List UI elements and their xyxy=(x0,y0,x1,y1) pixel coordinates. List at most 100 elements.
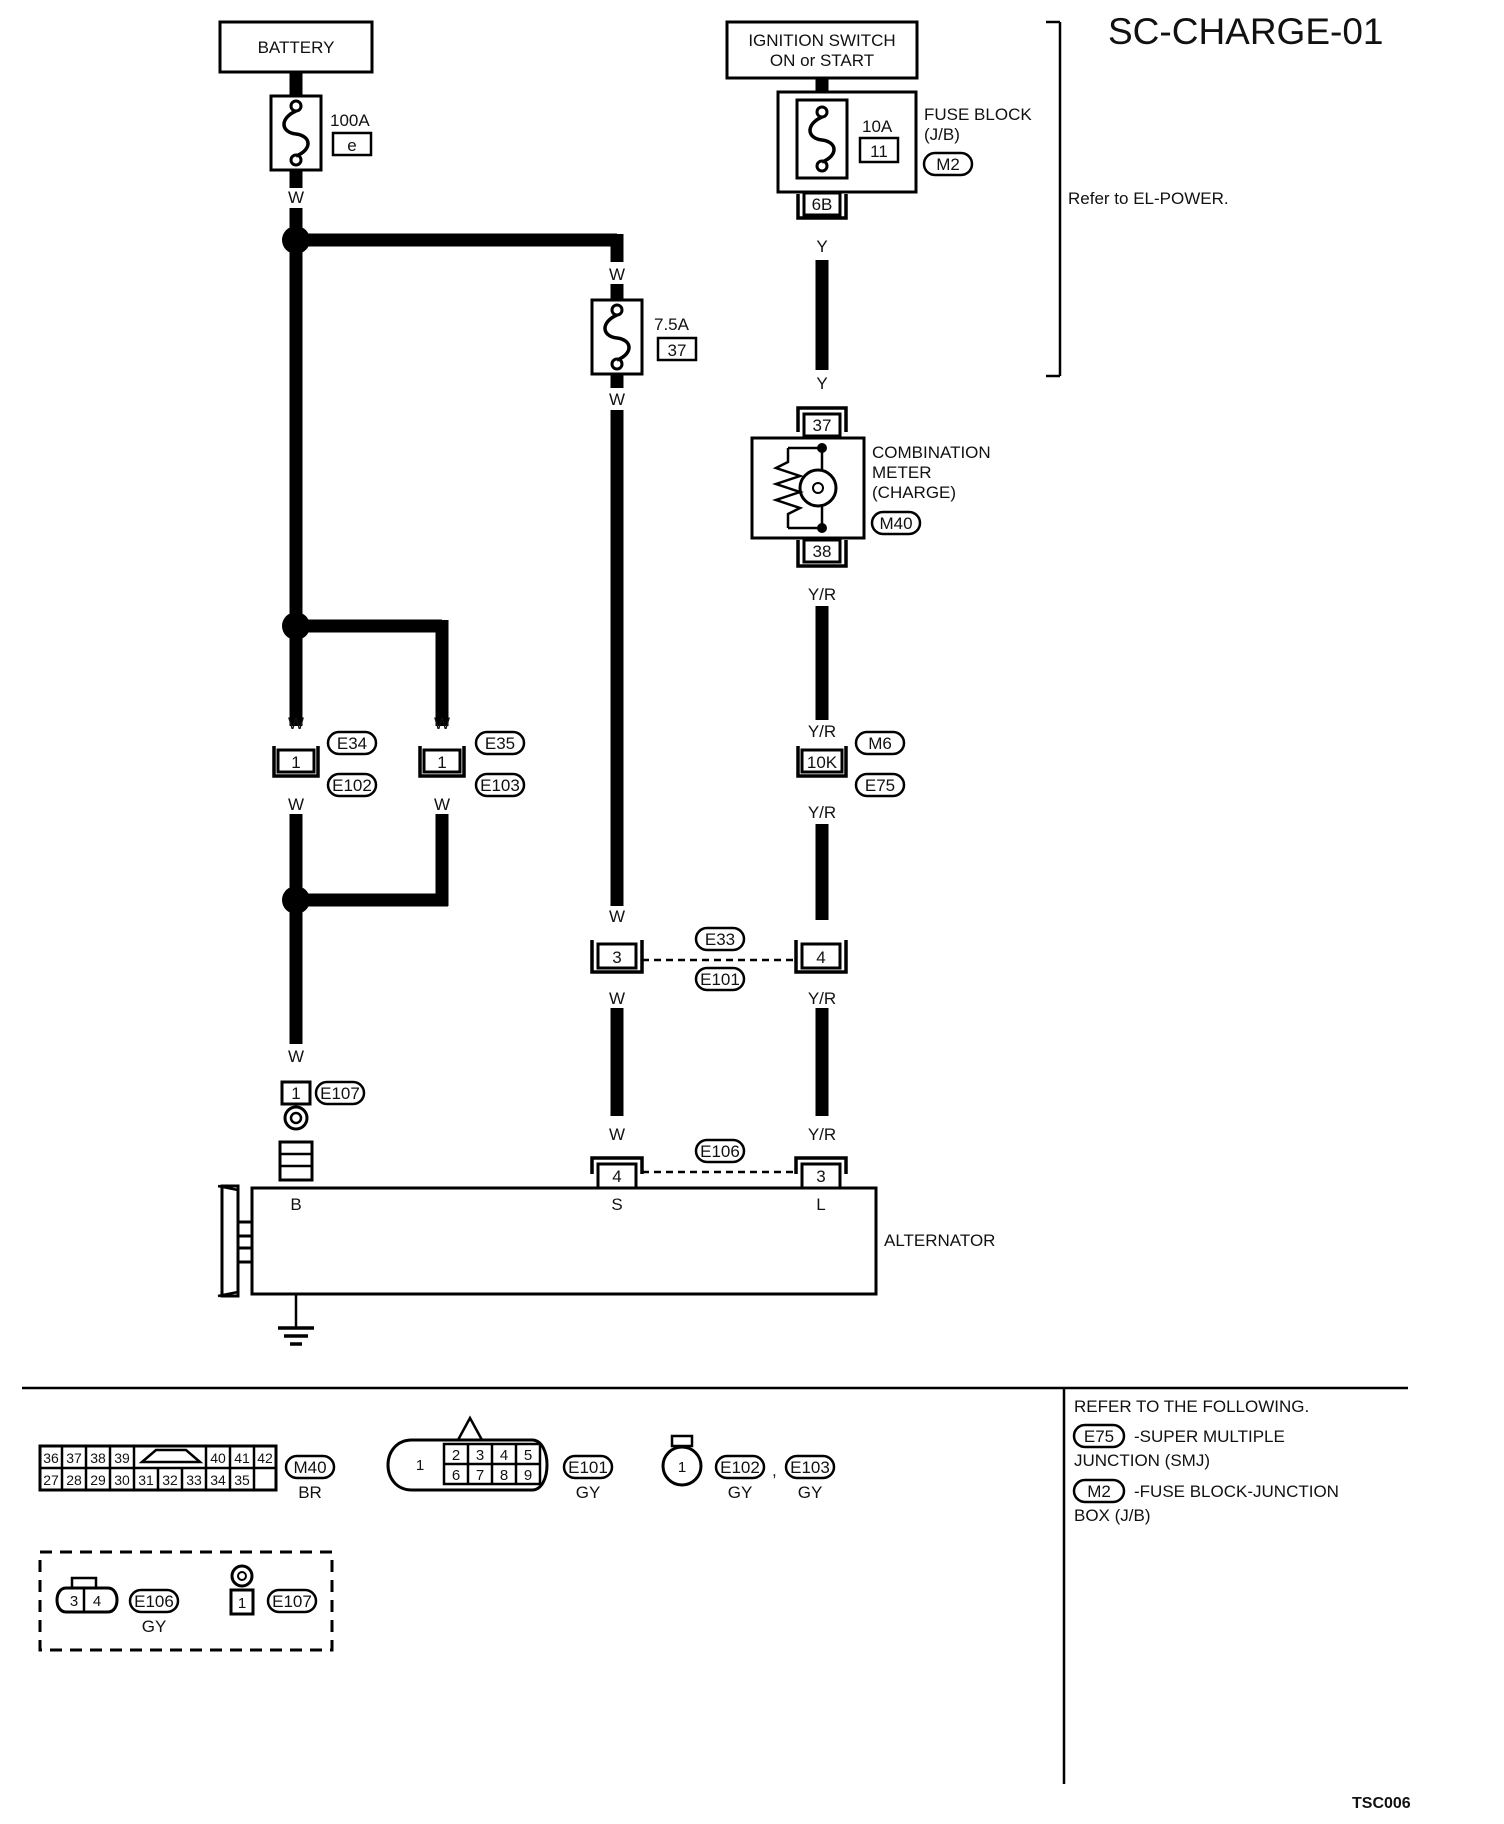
connector-face-m40: 36 37 38 39 40 41 42 27 28 29 30 31 32 3… xyxy=(38,1444,278,1492)
svg-text:e: e xyxy=(347,136,356,155)
svg-text:BOX (J/B): BOX (J/B) xyxy=(1074,1506,1151,1525)
svg-text:JUNCTION (SMJ): JUNCTION (SMJ) xyxy=(1074,1451,1210,1470)
connector-id-e101: E101 xyxy=(700,970,740,989)
connector-id-m40: M40 xyxy=(879,514,912,533)
connector-id-e34: E34 xyxy=(337,734,367,753)
svg-text:33: 33 xyxy=(186,1472,202,1488)
terminal-38: 38 xyxy=(796,538,848,568)
svg-text:10K: 10K xyxy=(807,753,838,772)
svg-text:37: 37 xyxy=(66,1450,82,1466)
terminal-6b: 6B xyxy=(796,191,848,220)
connector-id-e107: E107 xyxy=(320,1084,360,1103)
connector-face-e107: 1 xyxy=(229,1564,255,1616)
connector-e107: 1 xyxy=(280,1080,312,1131)
refer-notes: REFER TO THE FOLLOWING. E75 -SUPER MULTI… xyxy=(1072,1397,1339,1525)
connector-e106-l: 3 xyxy=(794,1156,848,1190)
svg-text:E102: E102 xyxy=(720,1458,760,1477)
svg-text:W: W xyxy=(288,795,304,814)
svg-text:-SUPER MULTIPLE: -SUPER MULTIPLE xyxy=(1134,1427,1285,1446)
svg-text:M2: M2 xyxy=(1087,1482,1111,1501)
svg-text:31: 31 xyxy=(138,1472,154,1488)
svg-text:1: 1 xyxy=(291,1084,300,1103)
svg-text:E103: E103 xyxy=(790,1458,830,1477)
svg-text:W: W xyxy=(434,714,450,733)
svg-text:6B: 6B xyxy=(812,195,833,214)
svg-text:(J/B): (J/B) xyxy=(924,125,960,144)
svg-text:11: 11 xyxy=(870,142,888,161)
connector-e34-e102: 1 xyxy=(272,746,320,778)
svg-text:100A: 100A xyxy=(330,111,370,130)
svg-text:1: 1 xyxy=(678,1459,686,1476)
svg-text:6: 6 xyxy=(452,1467,460,1484)
svg-text:35: 35 xyxy=(234,1472,250,1488)
svg-text:27: 27 xyxy=(43,1472,59,1488)
svg-text:39: 39 xyxy=(114,1450,130,1466)
connector-id-e75: E75 xyxy=(865,776,895,795)
wire-color-w: W xyxy=(288,188,304,207)
terminal-37: 37 xyxy=(796,406,848,438)
diagram-title: SC-CHARGE-01 xyxy=(1108,11,1384,52)
svg-text:1: 1 xyxy=(437,753,446,772)
svg-text:FUSE BLOCK: FUSE BLOCK xyxy=(924,105,1032,124)
svg-text:REFER TO THE FOLLOWING.: REFER TO THE FOLLOWING. xyxy=(1074,1397,1309,1416)
svg-text:34: 34 xyxy=(210,1472,226,1488)
connector-e35-e103: 1 xyxy=(418,746,466,778)
svg-text:L: L xyxy=(816,1195,825,1214)
svg-text:E101: E101 xyxy=(568,1458,608,1477)
svg-text:5: 5 xyxy=(524,1447,532,1464)
connector-face-e102-e103: 1 xyxy=(661,1434,703,1487)
alternator-label: ALTERNATOR xyxy=(884,1231,995,1250)
svg-text:3: 3 xyxy=(612,948,621,967)
svg-text:-FUSE BLOCK-JUNCTION: -FUSE BLOCK-JUNCTION xyxy=(1134,1482,1339,1501)
svg-text:8: 8 xyxy=(500,1467,508,1484)
m40-color: BR xyxy=(298,1483,322,1502)
connector-id-e33: E33 xyxy=(705,930,735,949)
svg-text:32: 32 xyxy=(162,1472,178,1488)
svg-text:W: W xyxy=(609,1125,625,1144)
svg-text:IGNITION SWITCH: IGNITION SWITCH xyxy=(748,31,895,50)
connector-id-e103: E103 xyxy=(480,776,520,795)
connector-e33-e101-s: 3 xyxy=(590,940,644,974)
svg-text:E75: E75 xyxy=(1084,1427,1114,1446)
svg-text:38: 38 xyxy=(90,1450,106,1466)
svg-text:9: 9 xyxy=(524,1467,532,1484)
svg-text:Y/R: Y/R xyxy=(808,722,836,741)
svg-text:W: W xyxy=(288,714,304,733)
connector-face-e106: 3 4 xyxy=(55,1576,119,1614)
dashed-group-box xyxy=(38,1550,334,1652)
svg-text:W: W xyxy=(288,1047,304,1066)
svg-text:E106: E106 xyxy=(134,1592,174,1611)
svg-text:1: 1 xyxy=(238,1595,246,1612)
svg-text:3: 3 xyxy=(816,1167,825,1186)
connector-id-e102: E102 xyxy=(332,776,372,795)
svg-text:M40: M40 xyxy=(293,1458,326,1477)
svg-text:42: 42 xyxy=(257,1450,273,1466)
svg-text:,: , xyxy=(772,1461,777,1480)
svg-text:BATTERY: BATTERY xyxy=(258,38,335,57)
svg-text:37: 37 xyxy=(668,341,687,360)
svg-text:Y/R: Y/R xyxy=(808,989,836,1008)
connector-id-e35: E35 xyxy=(485,734,515,753)
svg-text:28: 28 xyxy=(66,1472,82,1488)
connector-id-m6: M6 xyxy=(868,734,892,753)
svg-text:4: 4 xyxy=(500,1447,508,1464)
svg-text:W: W xyxy=(609,390,625,409)
svg-text:38: 38 xyxy=(813,542,832,561)
svg-text:ON or START: ON or START xyxy=(770,51,874,70)
svg-text:2: 2 xyxy=(452,1447,460,1464)
svg-text:4: 4 xyxy=(816,948,825,967)
combination-meter xyxy=(750,436,866,540)
alternator xyxy=(217,1184,878,1346)
svg-text:4: 4 xyxy=(93,1593,101,1610)
svg-text:S: S xyxy=(611,1195,622,1214)
svg-text:7: 7 xyxy=(476,1467,484,1484)
svg-text:Y/R: Y/R xyxy=(808,1125,836,1144)
svg-text:4: 4 xyxy=(612,1167,621,1186)
fuse-7-5a: 7.5A 37 xyxy=(590,298,698,376)
svg-text:10A: 10A xyxy=(862,117,893,136)
svg-text:Y/R: Y/R xyxy=(808,803,836,822)
svg-text:W: W xyxy=(609,265,625,284)
connector-e33-e101-l: 4 xyxy=(794,940,848,974)
svg-text:1: 1 xyxy=(291,753,300,772)
